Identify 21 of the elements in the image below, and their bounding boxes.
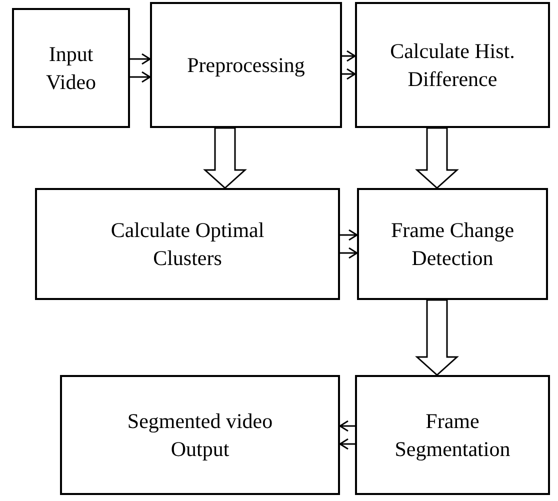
- box-label: Calculate Optimal Clusters: [110, 216, 266, 272]
- box-label: Input Video: [44, 40, 98, 96]
- box-label: Preprocessing: [187, 52, 305, 79]
- arrow: [341, 50, 356, 80]
- process-box: [355, 2, 550, 128]
- process-box: [35, 188, 340, 300]
- box-label: Frame Segmentation: [394, 408, 512, 463]
- process-box: [357, 188, 548, 300]
- process-box: [150, 2, 342, 128]
- process-box: [355, 375, 550, 495]
- process-box: [12, 8, 130, 128]
- process-box: [60, 375, 340, 495]
- arrow: [129, 53, 152, 83]
- arrow: [203, 127, 247, 189]
- arrow: [415, 299, 459, 376]
- box-label: Frame Change Detection: [390, 216, 516, 272]
- arrow: [415, 127, 459, 189]
- box-label: Segmented video Output: [126, 408, 274, 463]
- box-label: Calculate Hist. Difference: [389, 38, 516, 93]
- arrow: [339, 229, 358, 259]
- arrow: [338, 420, 356, 450]
